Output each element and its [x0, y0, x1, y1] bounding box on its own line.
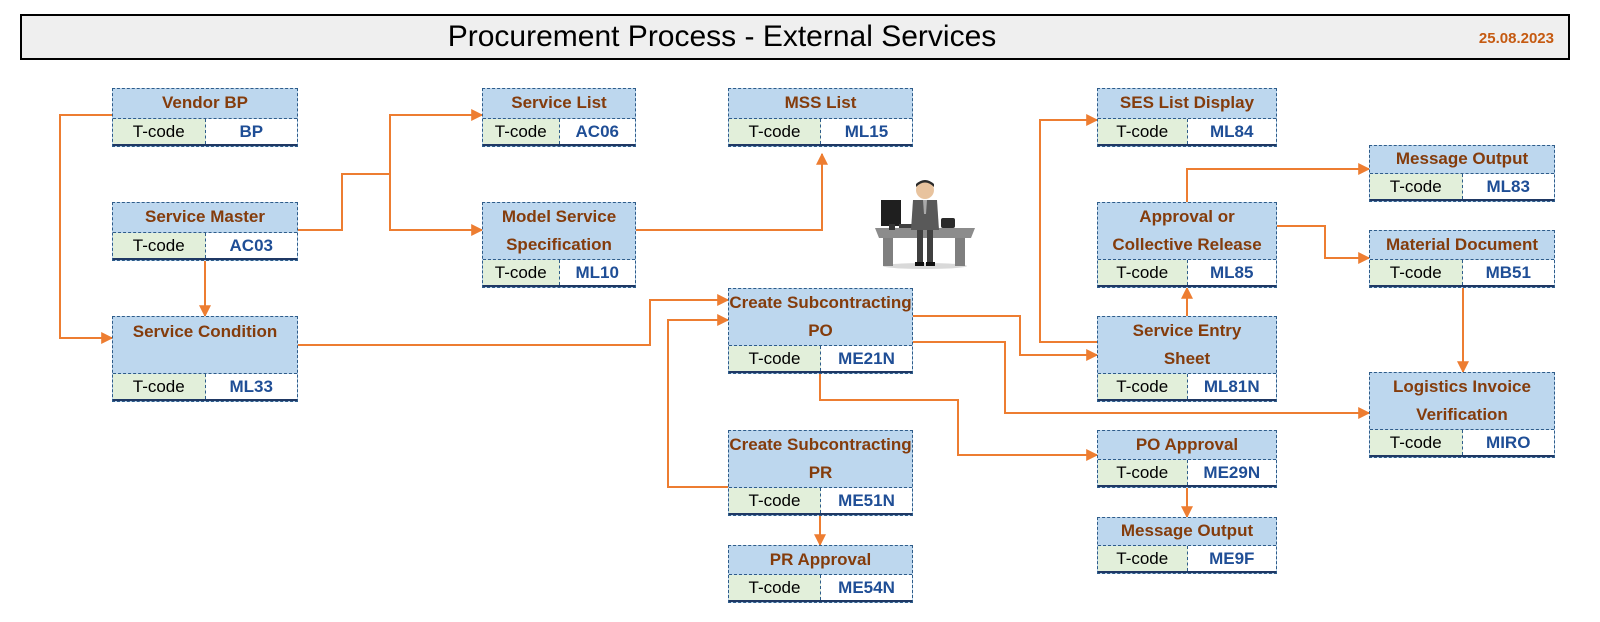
edge-ses-to-ses-list-display [1039, 114, 1099, 343]
edge-create-pr-to-create-po [667, 314, 730, 488]
edge-approval-to-message-output [1186, 163, 1371, 202]
node-po-approval[interactable]: PO Approval T-code ME29N [1097, 430, 1277, 488]
tcode-label: T-code [1098, 460, 1188, 485]
tcode-label: T-code [729, 346, 821, 371]
node-create-subcontracting-pr[interactable]: Create Subcontracting PR T-code ME51N [728, 430, 913, 516]
node-message-output-ml83[interactable]: Message Output T-code ML83 [1369, 145, 1555, 202]
node-mss-list[interactable]: MSS List T-code ML15 [728, 88, 913, 147]
node-pr-approval[interactable]: PR Approval T-code ME54N [728, 545, 913, 603]
node-title: Approval or Collective Release [1112, 206, 1262, 254]
tcode-row: T-code AC06 [483, 118, 635, 146]
tcode-row: T-code ML83 [1370, 173, 1554, 201]
tcode-value: ML15 [821, 119, 912, 144]
node-title: Service Condition [132, 322, 278, 341]
edge-approval-to-material-document [1277, 225, 1371, 264]
edge-service-master-to-model-service-spec [389, 174, 484, 236]
tcode-row: T-code ML15 [729, 118, 912, 146]
page-title: Procurement Process - External Services [447, 20, 997, 53]
tcode-row: T-code ME21N [729, 345, 912, 373]
node-title: Model Service Specification [501, 206, 617, 254]
node-title: Material Document [1385, 234, 1539, 254]
node-title: Logistics Invoice Verification [1393, 376, 1531, 424]
node-title: MSS List [784, 93, 857, 112]
tcode-label: T-code [483, 119, 560, 144]
tcode-row: T-code MB51 [1370, 259, 1554, 287]
node-message-output-me9f[interactable]: Message Output T-code ME9F [1097, 517, 1277, 574]
node-service-condition[interactable]: Service Condition T-code ML33 [112, 316, 298, 402]
tcode-value: MIRO [1462, 430, 1554, 455]
node-ses-list-display[interactable]: SES List Display T-code ML84 [1097, 88, 1277, 147]
tcode-label: T-code [1098, 119, 1188, 144]
tcode-label: T-code [1098, 374, 1188, 399]
header-bar: Procurement Process - External Services … [20, 14, 1570, 60]
tcode-label: T-code [113, 119, 206, 144]
tcode-label: T-code [1098, 546, 1188, 571]
node-title: Service Master [144, 207, 266, 226]
node-service-master[interactable]: Service Master T-code AC03 [112, 202, 298, 261]
edge-model-service-spec-to-mss-list [636, 152, 828, 231]
tcode-row: T-code ME29N [1098, 459, 1276, 487]
tcode-label: T-code [113, 374, 206, 399]
edge-service-master-to-service-list [298, 109, 484, 231]
node-title: Create Subcontracting PO [729, 292, 912, 340]
person-at-desk-illustration [875, 180, 975, 269]
tcode-value: ME9F [1187, 546, 1276, 571]
tcode-row: T-code ML10 [483, 259, 635, 287]
tcode-row: T-code ME51N [729, 487, 912, 515]
tcode-value: ML33 [205, 374, 297, 399]
node-title: Create Subcontracting PR [729, 434, 912, 482]
node-title: Vendor BP [162, 93, 248, 112]
tcode-label: T-code [113, 233, 206, 258]
node-title: PR Approval [769, 549, 872, 569]
tcode-value: AC03 [205, 233, 297, 258]
tcode-value: ML81N [1187, 374, 1276, 399]
node-title: Message Output [1395, 149, 1529, 168]
tcode-label: T-code [729, 119, 821, 144]
tcode-label: T-code [1370, 430, 1463, 455]
node-service-entry-sheet[interactable]: Service Entry Sheet T-code ML81N [1097, 316, 1277, 402]
tcode-value: ML83 [1462, 174, 1554, 199]
node-logistics-invoice-verification[interactable]: Logistics Invoice Verification T-code MI… [1369, 372, 1555, 458]
tcode-row: T-code ML85 [1098, 259, 1276, 287]
tcode-label: T-code [483, 260, 560, 285]
tcode-label: T-code [1370, 260, 1463, 285]
edge-service-condition-to-create-po [298, 294, 730, 346]
tcode-value: ML85 [1187, 260, 1276, 285]
tcode-row: T-code ME54N [729, 574, 912, 602]
edge-vendor-bp-to-service-condition [59, 114, 114, 344]
node-title: SES List Display [1119, 93, 1255, 112]
tcode-label: T-code [729, 575, 821, 600]
node-material-document[interactable]: Material Document T-code MB51 [1369, 230, 1555, 288]
node-title: Service List [511, 93, 607, 112]
tcode-row: T-code ME9F [1098, 545, 1276, 573]
tcode-row: T-code ML81N [1098, 373, 1276, 401]
tcode-value: ME29N [1187, 460, 1276, 485]
node-model-service-specification[interactable]: Model Service Specification T-code ML10 [482, 202, 636, 288]
tcode-row: T-code BP [113, 118, 297, 146]
tcode-value: ME21N [821, 346, 912, 371]
node-approval-collective-release[interactable]: Approval or Collective Release T-code ML… [1097, 202, 1277, 288]
tcode-row: T-code ML84 [1098, 118, 1276, 146]
tcode-row: T-code MIRO [1370, 429, 1554, 457]
tcode-value: ME54N [821, 575, 912, 600]
tcode-value: MB51 [1462, 260, 1554, 285]
date-label: 25.08.2023 [1478, 30, 1554, 47]
node-title: Message Output [1120, 521, 1254, 540]
tcode-label: T-code [729, 488, 821, 513]
node-vendor-bp[interactable]: Vendor BP T-code BP [112, 88, 298, 147]
tcode-value: BP [205, 119, 297, 144]
tcode-label: T-code [1098, 260, 1188, 285]
tcode-value: AC06 [559, 119, 635, 144]
node-create-subcontracting-po[interactable]: Create Subcontracting PO T-code ME21N [728, 288, 913, 374]
tcode-value: ML10 [559, 260, 635, 285]
tcode-value: ME51N [821, 488, 912, 513]
tcode-row: T-code ML33 [113, 373, 297, 401]
tcode-label: T-code [1370, 174, 1463, 199]
node-title: Service Entry Sheet [1132, 320, 1242, 368]
node-service-list[interactable]: Service List T-code AC06 [482, 88, 636, 147]
node-title: PO Approval [1135, 434, 1239, 454]
edge-create-po-to-service-entry-sheet [913, 315, 1099, 361]
tcode-row: T-code AC03 [113, 232, 297, 260]
tcode-value: ML84 [1187, 119, 1276, 144]
